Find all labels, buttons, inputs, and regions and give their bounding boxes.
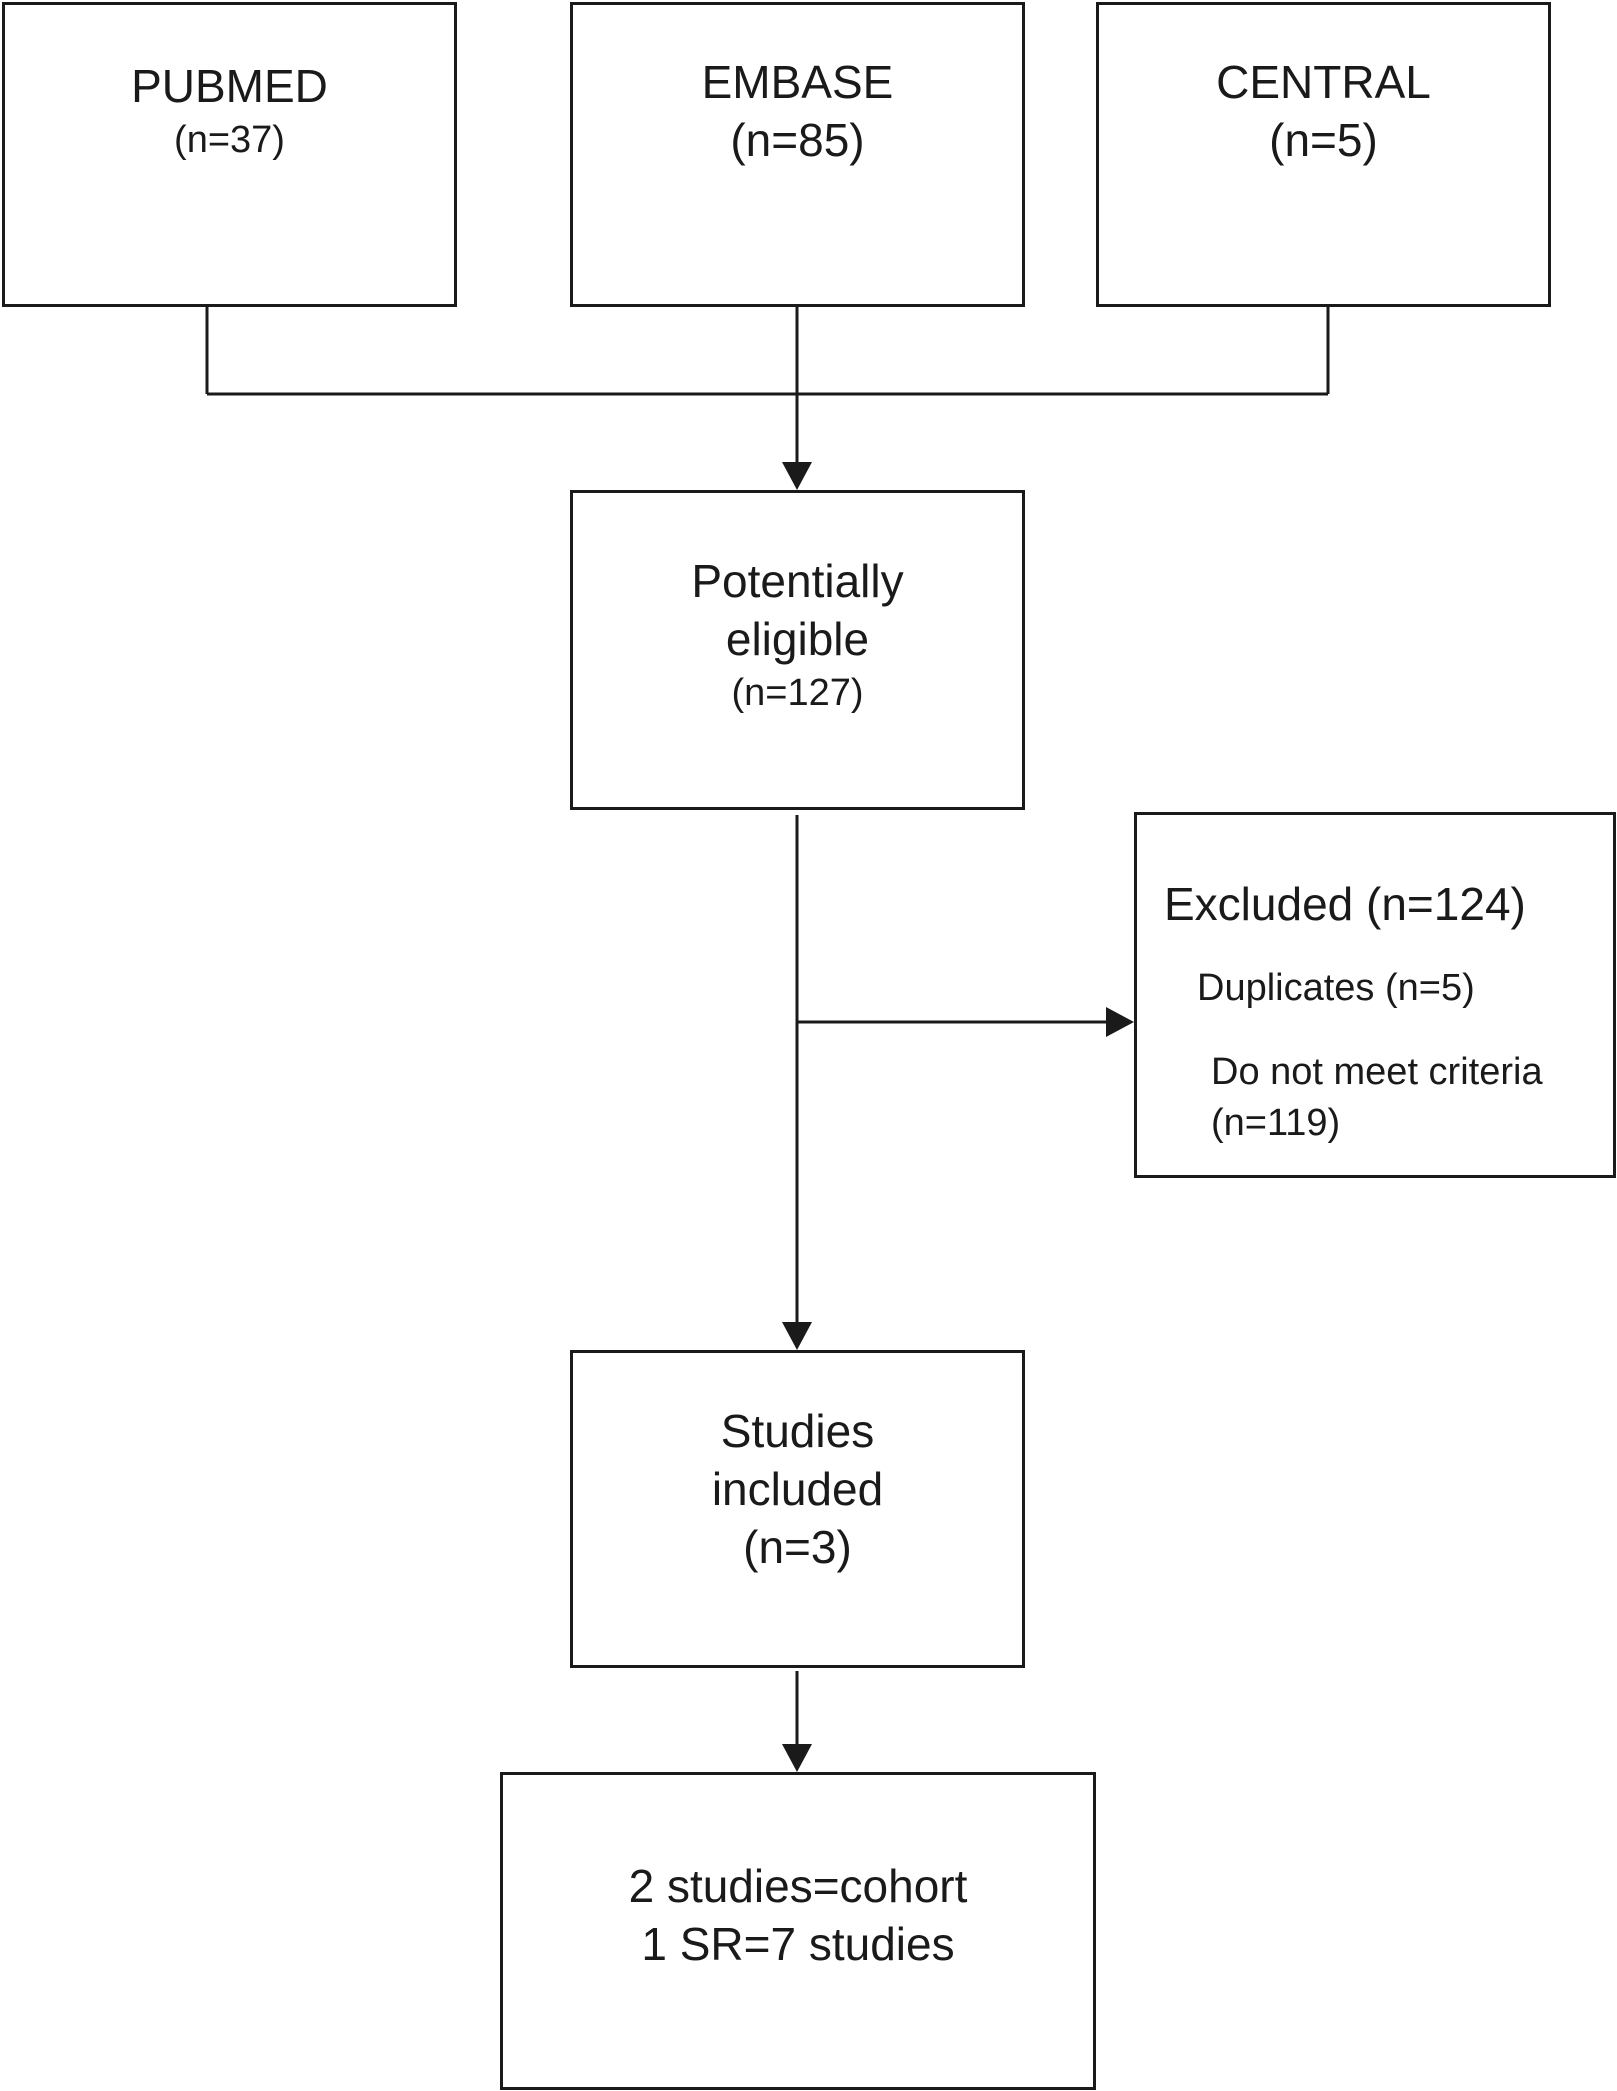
source-count: (n=85) xyxy=(730,113,865,166)
excluded-title: Excluded (n=124) xyxy=(1164,878,1526,930)
excluded-box: Excluded (n=124) Duplicates (n=5) Do not… xyxy=(1134,812,1616,1178)
result-box: 2 studies=cohort 1 SR=7 studies xyxy=(500,1772,1096,2090)
arrowhead-to-excluded xyxy=(1106,1007,1134,1037)
studies-included-box: Studies included (n=3) xyxy=(570,1350,1025,1668)
source-count: (n=5) xyxy=(1269,113,1378,166)
arrowhead-to-included xyxy=(782,1322,812,1350)
source-count: (n=37) xyxy=(174,118,285,161)
potentially-eligible-box: Potentially eligible (n=127) xyxy=(570,490,1025,810)
included-label-line-2: included xyxy=(711,1463,884,1515)
eligible-count: (n=127) xyxy=(731,672,864,714)
excluded-duplicates: Duplicates (n=5) xyxy=(1197,967,1475,1009)
central-source-box: CENTRAL (n=5) xyxy=(1096,2,1551,307)
included-count: (n=3) xyxy=(743,1521,852,1573)
eligible-label-line-2: eligible xyxy=(725,613,870,665)
excluded-criteria: Do not meet criteria (n=119) xyxy=(1211,1051,1543,1144)
arrowhead-to-result xyxy=(782,1744,812,1772)
eligible-label-line-1: Potentially xyxy=(691,555,904,607)
source-name: CENTRAL xyxy=(1216,55,1431,108)
embase-source-box: EMBASE (n=85) xyxy=(570,2,1025,307)
included-label-line-1: Studies xyxy=(720,1405,875,1457)
arrowhead-to-eligible xyxy=(782,462,812,490)
source-name: PUBMED xyxy=(131,59,328,112)
source-name: EMBASE xyxy=(701,55,894,108)
result-line-2: 1 SR=7 studies xyxy=(641,1918,955,1970)
pubmed-source-box: PUBMED (n=37) xyxy=(2,2,457,307)
result-line-1: 2 studies=cohort xyxy=(628,1860,968,1912)
